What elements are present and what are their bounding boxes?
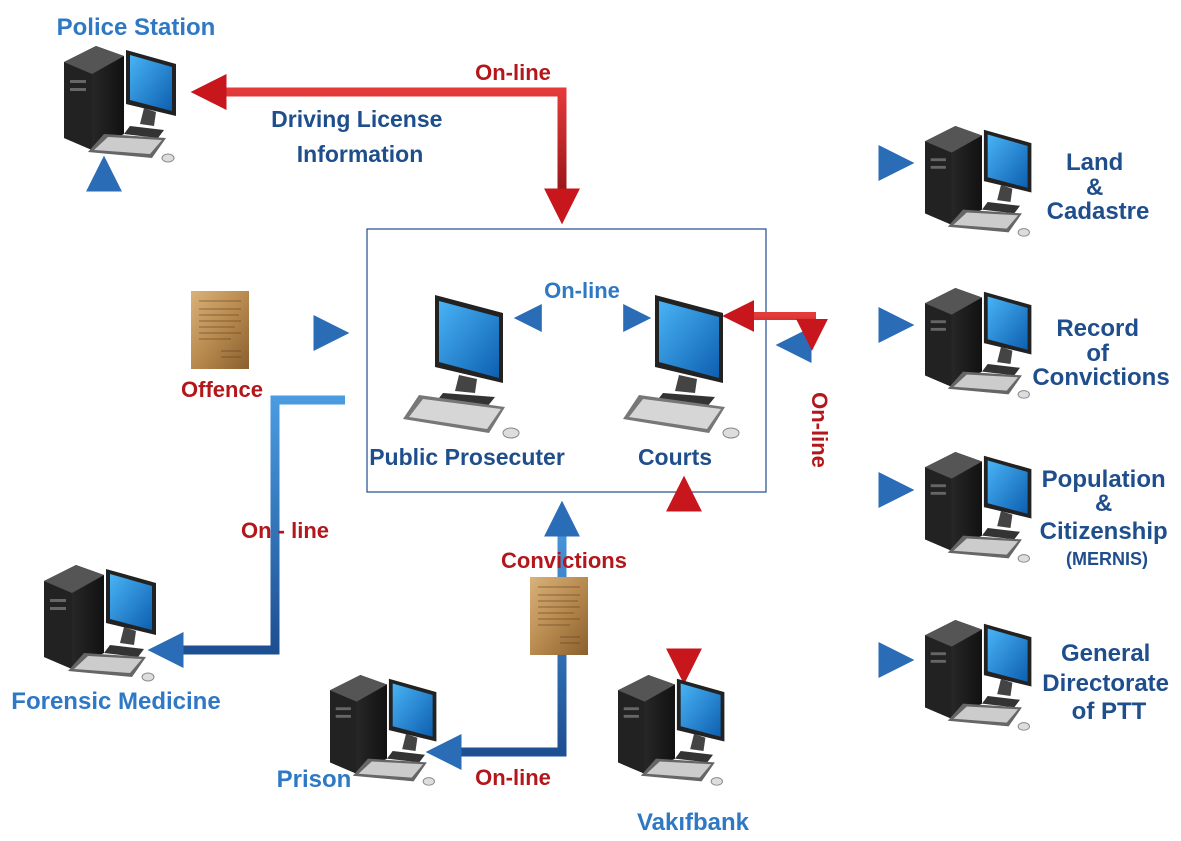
prison-label: Prison: [277, 766, 352, 793]
courts-label: Courts: [638, 444, 712, 470]
convictions-document-icon: [529, 576, 589, 656]
online-center-label: On-line: [544, 278, 620, 303]
arrow-driving-license: [190, 74, 580, 225]
police-computer-icon: [63, 45, 177, 163]
vakifbank-label: Vakıfbank: [637, 809, 750, 836]
online-forensic-label: On - line: [241, 518, 329, 543]
online-top-label: On-line: [475, 60, 551, 85]
police-station-label: Police Station: [57, 14, 216, 41]
online-right-label: On-line: [807, 392, 832, 468]
record-label: Record of Convictions: [1032, 315, 1169, 391]
population-label: Population & Citizenship (MERNIS): [1040, 466, 1175, 569]
record-computer-icon: [924, 287, 1032, 399]
population-computer-icon: [924, 451, 1032, 563]
convictions-label: Convictions: [501, 548, 627, 573]
forensic-medicine-label: Forensic Medicine: [11, 688, 220, 715]
forensic-computer-icon: [43, 564, 157, 682]
ptt-computer-icon: [924, 619, 1032, 731]
ptt-label: General Directorate of PTT: [1042, 640, 1175, 725]
public-prosecuter-label: Public Prosecuter: [369, 444, 565, 470]
driving-license-label: Driving License Information: [271, 106, 449, 167]
arrow-forensic: [147, 395, 345, 668]
arrow-courts-online: [722, 300, 828, 351]
vakifbank-computer-icon: [617, 674, 725, 786]
offence-label: Offence: [181, 377, 263, 402]
blue-arrows: [86, 145, 915, 770]
red-arrows: [190, 74, 828, 685]
offence-document-icon: [190, 290, 250, 370]
land-label: Land & Cadastre: [1047, 149, 1150, 225]
land-computer-icon: [924, 125, 1032, 237]
online-prison-label: On-line: [475, 765, 551, 790]
